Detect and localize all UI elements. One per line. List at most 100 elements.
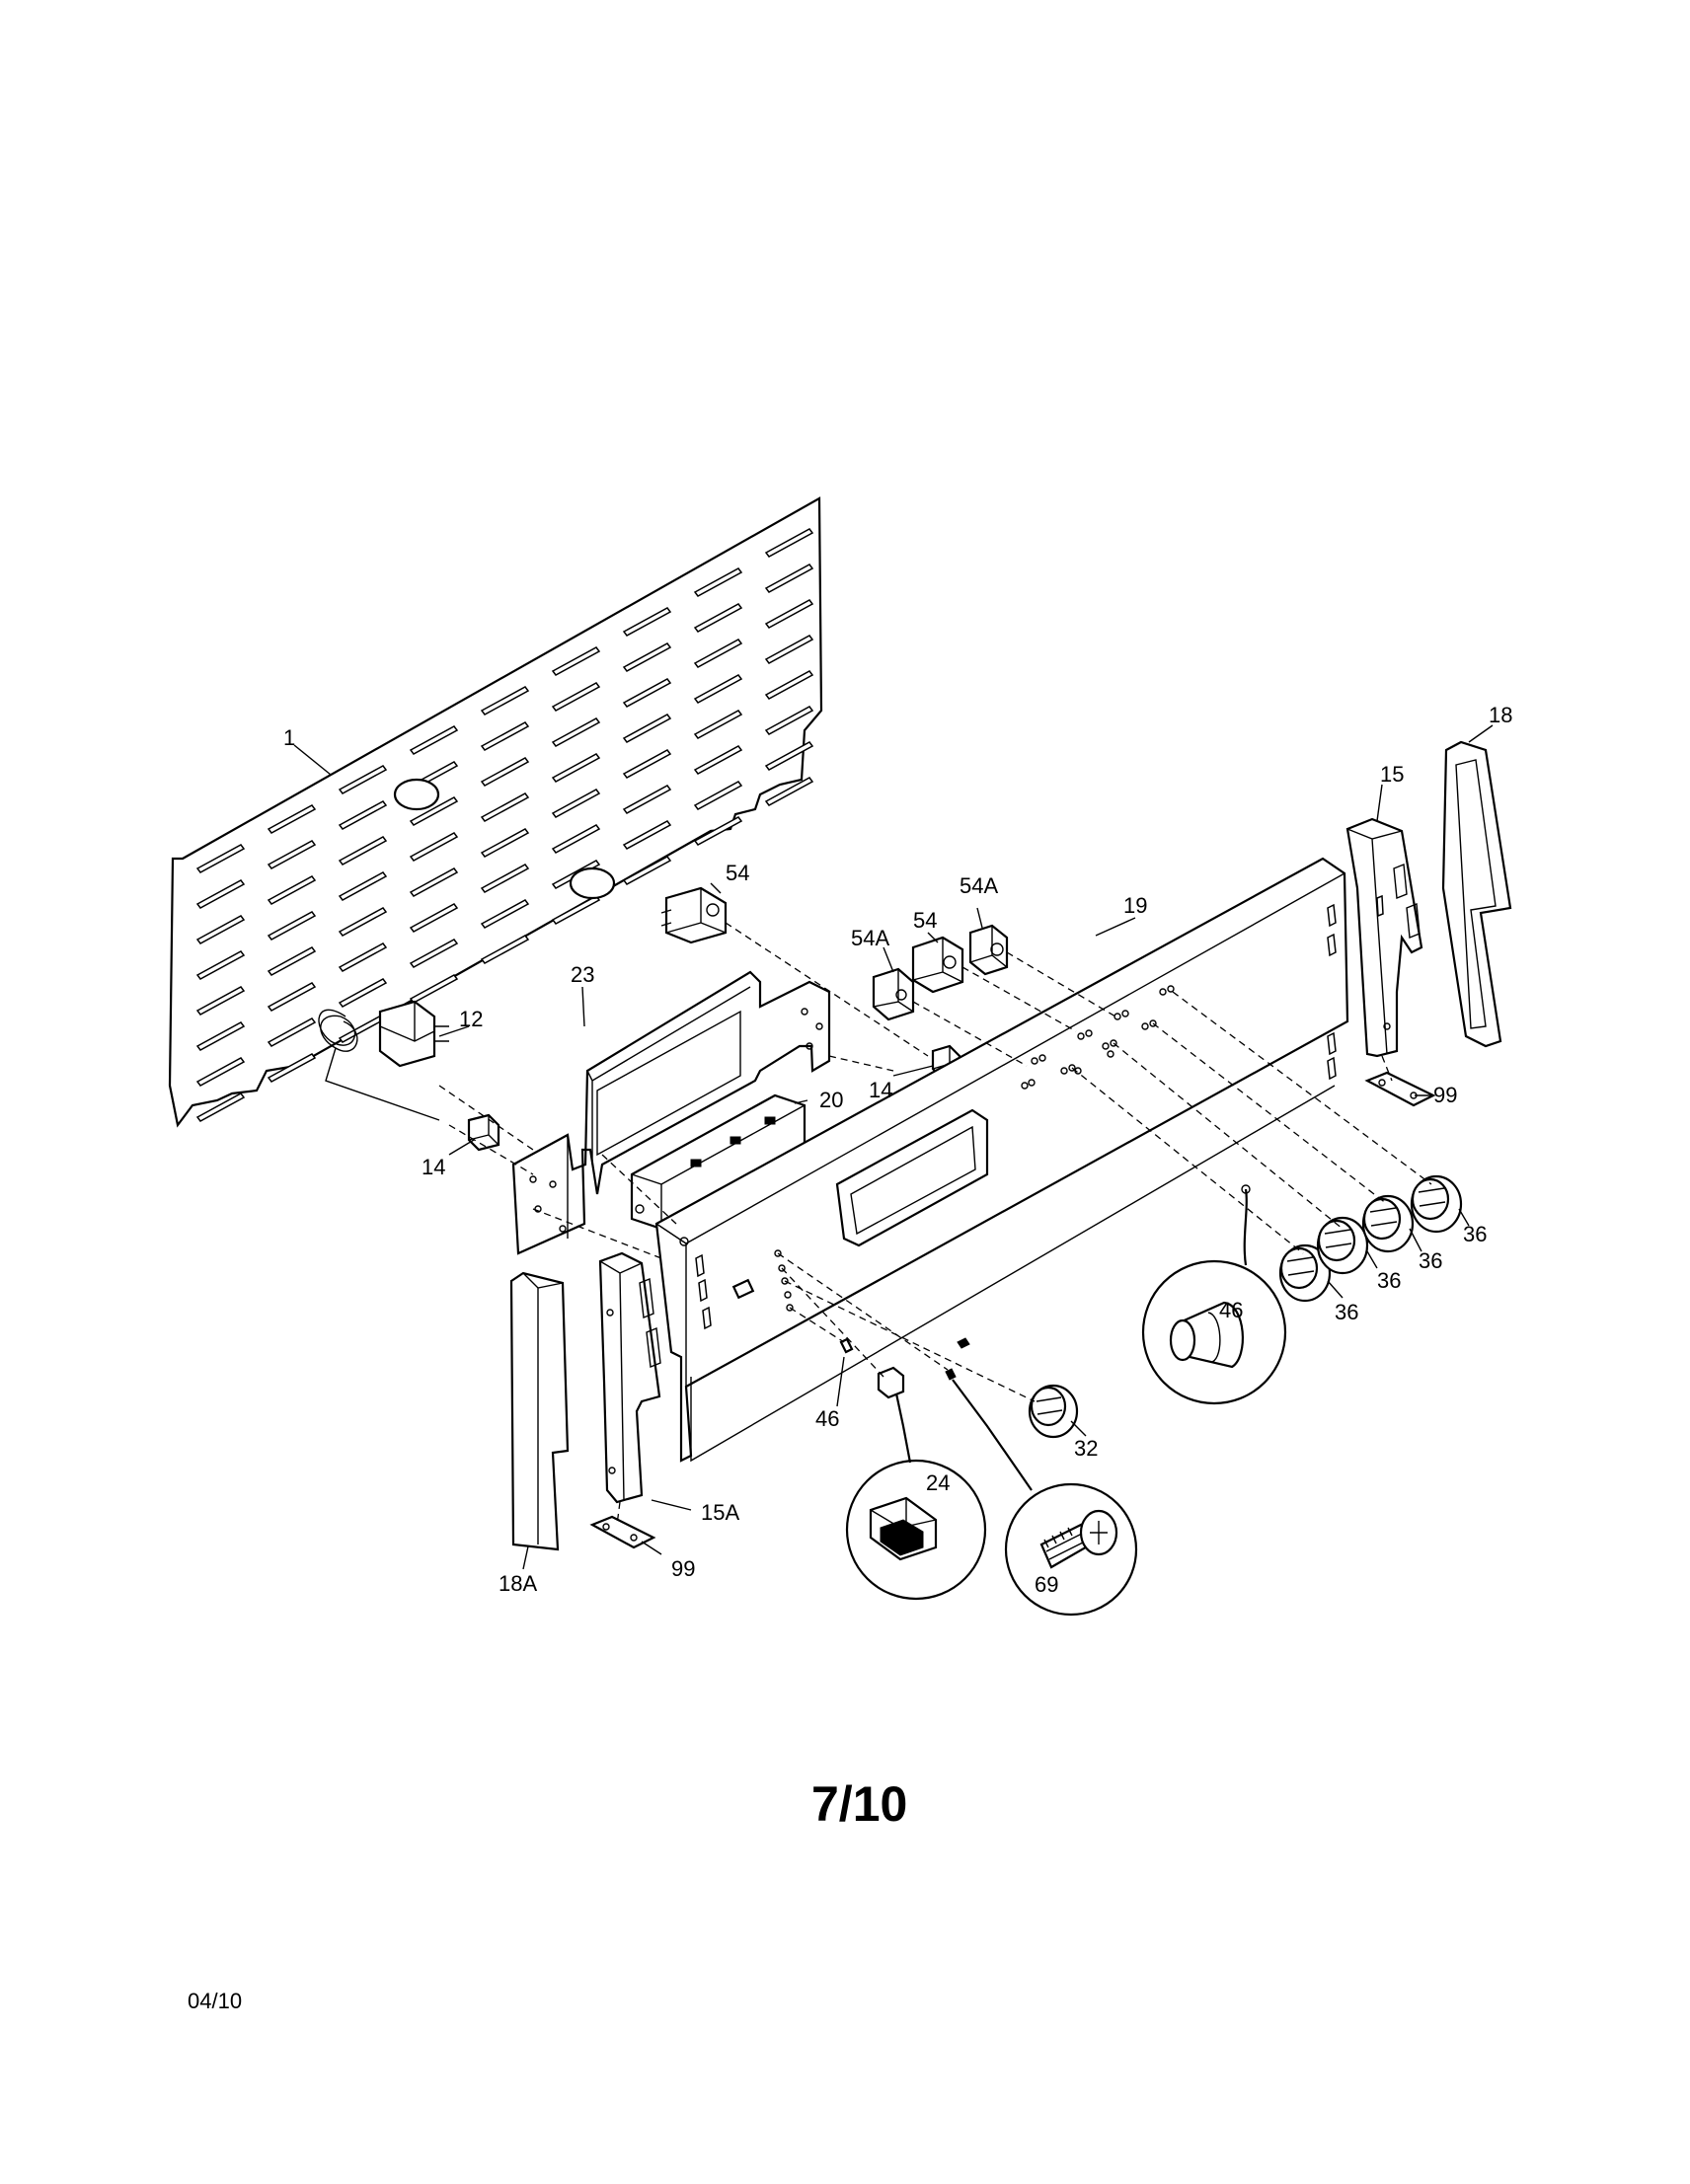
label-part-18A: 18A — [499, 1571, 537, 1596]
alignment-lines — [438, 922, 1432, 1526]
louver-slot — [551, 895, 601, 925]
louver-slot — [480, 757, 530, 787]
louver-slot — [693, 745, 743, 775]
label-part-14-left: 14 — [422, 1155, 445, 1179]
louver-slot — [195, 915, 246, 944]
part-labels: 1 12 14 14 15 15A 18 18A 19 20 23 24 32 … — [283, 703, 1512, 1597]
louver-slot — [409, 903, 459, 933]
louver-slot — [622, 642, 672, 672]
label-part-20: 20 — [819, 1088, 843, 1112]
louver-slot — [267, 840, 317, 869]
louver-slot — [622, 607, 672, 637]
louver-slot — [693, 639, 743, 668]
label-part-54-left: 54 — [726, 861, 749, 885]
button-46-callout — [1141, 1184, 1287, 1405]
page-number: 7/10 — [811, 1776, 907, 1832]
label-part-12: 12 — [459, 1007, 483, 1031]
louver-slot — [338, 942, 388, 972]
label-part-69: 69 — [1035, 1572, 1058, 1597]
label-part-36-b: 36 — [1377, 1268, 1401, 1293]
louver-slot — [480, 828, 530, 858]
louver-slot — [338, 978, 388, 1008]
louver-slot — [195, 986, 246, 1016]
end-trim-18 — [1441, 740, 1512, 1048]
label-part-18: 18 — [1489, 703, 1512, 727]
louver-slot — [409, 939, 459, 968]
louver-slot — [338, 765, 388, 794]
louver-slot — [267, 946, 317, 976]
thermostat-12 — [318, 1000, 449, 1121]
label-part-36-a: 36 — [1335, 1300, 1358, 1324]
back-panel — [168, 496, 823, 1128]
louver-slot — [480, 792, 530, 822]
louver-slot — [693, 816, 743, 846]
louver-slot — [195, 1057, 246, 1087]
label-part-54A-left: 54A — [851, 926, 889, 950]
knob-36-d — [1361, 1194, 1415, 1253]
label-part-99-right: 99 — [1433, 1083, 1457, 1107]
louver-slot — [622, 678, 672, 708]
knob-36-c — [1316, 1216, 1369, 1275]
label-part-54A-right: 54A — [960, 873, 998, 898]
louver-slot — [764, 564, 814, 593]
louver-slot — [764, 528, 814, 558]
label-part-36-d: 36 — [1463, 1222, 1487, 1246]
control-panel-19 — [654, 857, 1349, 1463]
louver-slot — [409, 832, 459, 862]
louver-slot — [764, 706, 814, 735]
switch-14-left — [467, 1113, 500, 1152]
knob-36-b — [1410, 1174, 1463, 1234]
louver-slot — [622, 749, 672, 779]
louver-slot — [338, 836, 388, 866]
louver-slot — [195, 1092, 246, 1122]
louver-slot — [551, 789, 601, 818]
label-part-14-right: 14 — [869, 1078, 892, 1102]
infinite-switch-54-left — [660, 886, 728, 944]
louver-slot — [622, 820, 672, 850]
label-part-24: 24 — [926, 1470, 950, 1495]
louver-slot — [764, 599, 814, 629]
label-part-19: 19 — [1123, 893, 1147, 918]
knob-36-a — [1278, 1243, 1332, 1303]
louver-slot — [622, 785, 672, 814]
label-part-15A: 15A — [701, 1500, 739, 1525]
louver-slot — [764, 741, 814, 771]
knob-32 — [1028, 1384, 1079, 1439]
louver-slot — [693, 781, 743, 810]
louver-slot — [480, 721, 530, 751]
end-trim-18A — [509, 1271, 570, 1551]
louver-slot — [764, 670, 814, 700]
switch-54A-left — [872, 967, 915, 1021]
louver-slot — [764, 777, 814, 806]
end-bracket-15 — [1345, 817, 1423, 1058]
leader-lines — [293, 724, 1494, 1570]
bracket-23 — [511, 970, 831, 1255]
label-part-32: 32 — [1074, 1436, 1098, 1461]
plate-99-left — [589, 1515, 656, 1549]
louver-slot — [267, 804, 317, 834]
infinite-switch-54-right — [911, 936, 964, 994]
label-part-46-callout: 46 — [1219, 1298, 1243, 1322]
louver-slot — [551, 717, 601, 747]
louver-slot — [622, 856, 672, 885]
louver-slot — [338, 907, 388, 937]
rocker-switch-24-callout — [845, 1366, 987, 1601]
louver-slot — [693, 710, 743, 739]
label-part-46-panel: 46 — [815, 1406, 839, 1431]
louver-slot — [195, 950, 246, 980]
louver-slot — [551, 682, 601, 712]
louver-slot — [267, 982, 317, 1012]
louver-slot — [409, 725, 459, 755]
louver-slot — [551, 646, 601, 676]
louver-slot — [693, 603, 743, 633]
louver-slot — [764, 635, 814, 664]
date-code: 04/10 — [188, 1989, 242, 2013]
switch-54A-right — [968, 924, 1009, 976]
louver-slot — [409, 867, 459, 897]
label-part-36-c: 36 — [1419, 1248, 1442, 1273]
label-part-15: 15 — [1380, 762, 1404, 787]
label-part-23: 23 — [571, 962, 594, 987]
louver-slot — [480, 686, 530, 715]
louver-slot — [480, 935, 530, 964]
